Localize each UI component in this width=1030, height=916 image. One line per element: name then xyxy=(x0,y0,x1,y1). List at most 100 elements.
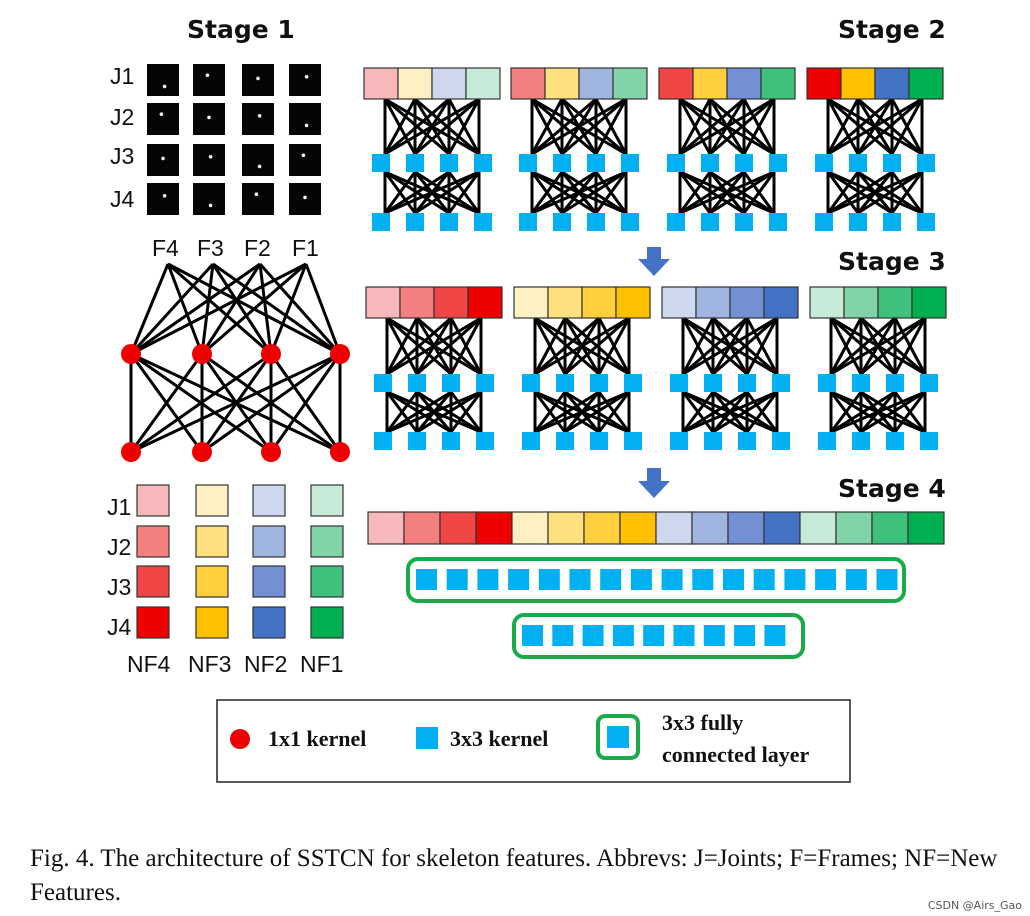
edge xyxy=(130,352,272,454)
kernel-3x3-node xyxy=(753,569,775,590)
kernel-1x1-node xyxy=(330,442,350,462)
edge xyxy=(712,316,778,376)
fc-layer-2 xyxy=(512,613,805,659)
edge xyxy=(564,316,630,376)
joint-dot xyxy=(208,203,213,208)
kernel-3x3-node xyxy=(508,569,530,590)
nf-label-nf2: NF2 xyxy=(244,651,287,677)
kernel-3x3-node xyxy=(569,569,591,590)
joint-dot xyxy=(208,155,213,159)
edge xyxy=(383,98,417,155)
edge xyxy=(681,391,715,433)
feature-cell xyxy=(911,286,947,319)
nf-cell xyxy=(252,484,286,517)
edge xyxy=(212,262,341,356)
edge xyxy=(386,316,452,376)
feature-cell xyxy=(615,286,651,319)
down-arrow-icon xyxy=(638,468,670,498)
stage-3-networks xyxy=(365,286,947,450)
edge xyxy=(130,352,341,454)
edge xyxy=(561,170,627,215)
feature-cell xyxy=(655,511,693,545)
kernel-3x3-node xyxy=(477,569,499,590)
red-dot-icon xyxy=(230,729,250,749)
joint-dot xyxy=(301,153,306,157)
nf-joint-label-j4: J4 xyxy=(107,614,132,640)
feature-cell xyxy=(806,67,842,100)
frame-thumbnail xyxy=(242,103,274,135)
kernel-3x3-node xyxy=(917,213,935,231)
kernel-3x3-node xyxy=(442,374,460,392)
kernel-3x3-node xyxy=(556,374,574,392)
frame-thumbnail xyxy=(193,183,225,215)
edge xyxy=(531,170,597,215)
kernel-3x3-node xyxy=(630,569,652,590)
feature-cell xyxy=(513,286,549,319)
edge xyxy=(857,170,923,215)
kernel-3x3-node xyxy=(667,213,685,231)
nf-cell xyxy=(195,484,229,517)
frame-thumbnail xyxy=(147,183,179,215)
edge xyxy=(130,262,307,356)
kernel-3x3-node xyxy=(474,213,492,231)
legend-1x1-label: 1x1 kernel xyxy=(268,726,366,751)
edge xyxy=(414,97,480,156)
edge xyxy=(130,262,261,356)
edge xyxy=(531,97,597,156)
feature-cell xyxy=(363,67,399,100)
kernel-3x3-node xyxy=(416,569,437,590)
joint-dot xyxy=(304,75,309,79)
feature-cell xyxy=(843,286,879,319)
edge xyxy=(594,171,628,214)
kernel-1x1-node xyxy=(192,442,212,462)
edge xyxy=(449,391,483,433)
kernel-3x3-node xyxy=(476,374,494,392)
nf-cell xyxy=(310,484,344,517)
kernel-3x3-node xyxy=(519,154,537,172)
edge xyxy=(830,390,896,434)
edge xyxy=(709,97,775,156)
kernel-3x3-node xyxy=(920,374,938,392)
frame-thumbnail xyxy=(242,144,274,176)
frame-thumbnails xyxy=(147,64,321,215)
kernel-1x1-node xyxy=(121,442,141,462)
feature-cell xyxy=(431,67,467,100)
kernel-3x3-node xyxy=(849,154,867,172)
frame-thumbnail xyxy=(289,103,321,135)
kernel-3x3-node xyxy=(769,213,787,231)
kernel-3x3-node xyxy=(440,154,458,172)
edge xyxy=(682,390,778,434)
edge xyxy=(890,171,924,214)
edge xyxy=(594,98,628,155)
feature-cell xyxy=(726,67,762,100)
edge xyxy=(447,98,481,155)
frame-label-f2: F2 xyxy=(244,235,271,261)
edge xyxy=(857,97,923,156)
edge xyxy=(678,171,712,214)
kernel-3x3-node xyxy=(374,374,392,392)
kernel-3x3-node xyxy=(670,374,688,392)
feature-cell xyxy=(763,511,801,545)
edge xyxy=(597,317,631,375)
feature-cell xyxy=(691,511,729,545)
kernel-3x3-node xyxy=(406,154,424,172)
feature-cell xyxy=(439,511,477,545)
kernel-3x3-node xyxy=(886,374,904,392)
feature-cell xyxy=(763,286,799,319)
edge xyxy=(304,263,342,355)
feature-cell xyxy=(465,67,501,100)
edge xyxy=(201,262,307,356)
edge xyxy=(384,170,480,215)
kernel-3x3-node xyxy=(670,432,688,450)
edge xyxy=(712,390,778,434)
nf-cell xyxy=(310,606,344,639)
joint-dot xyxy=(254,192,259,196)
feature-cell xyxy=(799,511,837,545)
feature-cell xyxy=(403,511,441,545)
kernel-3x3-node xyxy=(600,569,622,590)
edge xyxy=(386,390,452,434)
kernel-3x3-node xyxy=(784,569,806,590)
joint-dot xyxy=(256,76,260,81)
kernel-3x3-node xyxy=(701,213,719,231)
edge xyxy=(681,317,715,375)
